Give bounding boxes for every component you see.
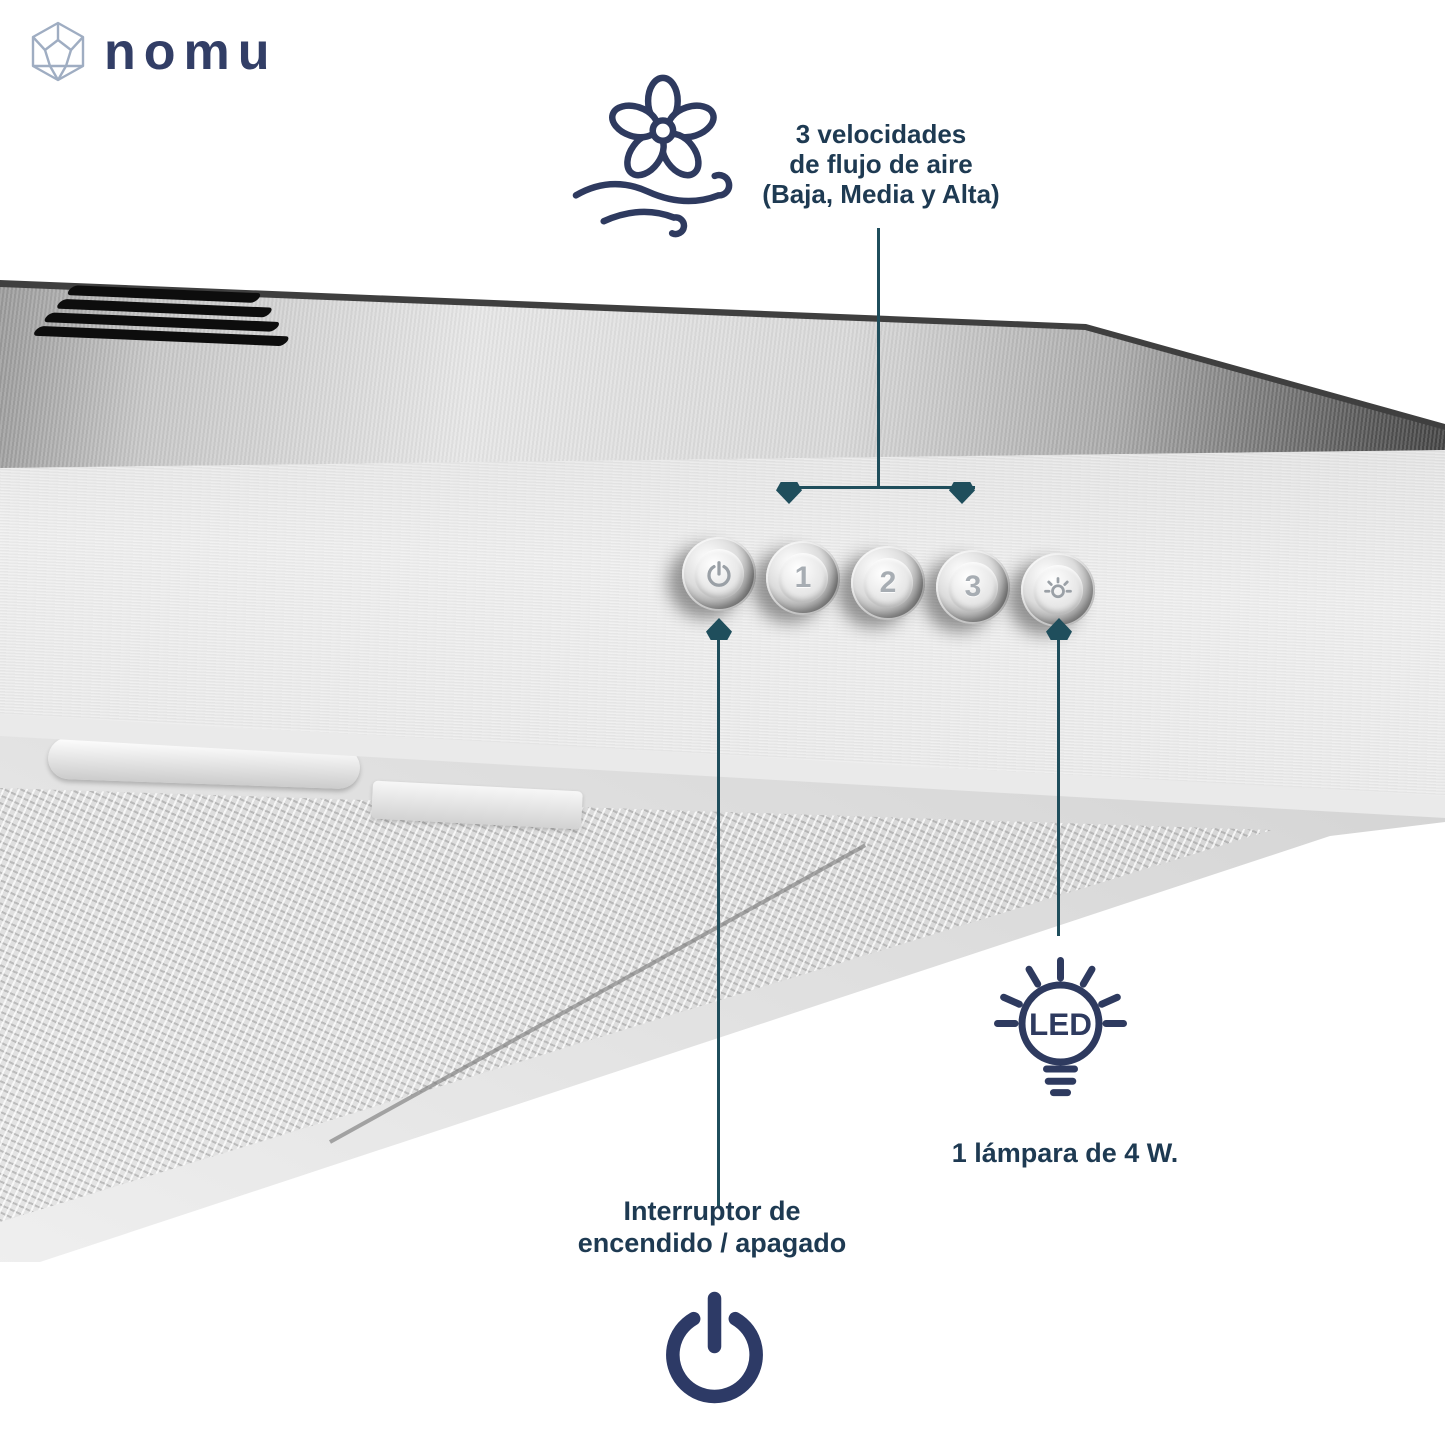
power-button-face	[694, 549, 744, 599]
power-switch-line-2: encendido / apagado	[577, 1227, 847, 1258]
speed-3-face: 3	[948, 562, 998, 612]
hood-light-button[interactable]	[1021, 553, 1095, 627]
speed-1-label: 1	[794, 561, 812, 594]
lamp-callout-line	[1057, 640, 1060, 936]
speed-2-label: 2	[879, 566, 897, 599]
power-switch-line-1: Interruptor de	[623, 1196, 801, 1226]
brand-name: nomu	[104, 23, 278, 81]
speeds-callout-line-horizontal	[789, 486, 975, 489]
led-label: LED	[1029, 1006, 1092, 1042]
power-callout-line	[717, 640, 720, 1206]
power-glyph-icon	[707, 561, 731, 587]
brand-logo: nomu	[26, 20, 278, 84]
hood-power-button[interactable]	[682, 537, 756, 611]
light-button-face	[1033, 565, 1083, 615]
speed-1-face: 1	[778, 553, 828, 603]
speeds-line-2: de flujo de aire	[789, 148, 973, 179]
light-glyph-icon	[1044, 577, 1072, 599]
power-symbol-icon	[666, 1291, 763, 1404]
hood-speed-button-2[interactable]: 2	[851, 546, 925, 620]
power-switch-text: Interruptor de encendido / apagado	[552, 1196, 872, 1260]
speeds-line-1: 3 velocidades	[795, 119, 967, 149]
speed-3-label: 3	[964, 570, 982, 603]
vent-grille	[31, 282, 335, 357]
led-bulb-icon: LED	[994, 957, 1127, 1097]
fan-wind-icon	[572, 74, 733, 238]
lamp-callout-text: 1 lámpara de 4 W.	[951, 1138, 1179, 1168]
speeds-line-3: (Baja, Media y Alta)	[762, 178, 1000, 209]
speeds-callout-text: 3 velocidades de flujo de aire (Baja, Me…	[750, 119, 1012, 210]
speeds-callout-line-vertical	[877, 228, 880, 488]
polyhedron-logo-icon	[31, 21, 85, 82]
hood-speed-button-3[interactable]: 3	[936, 550, 1010, 624]
speed-2-face: 2	[863, 558, 913, 608]
hood-speed-button-1[interactable]: 1	[766, 541, 840, 615]
